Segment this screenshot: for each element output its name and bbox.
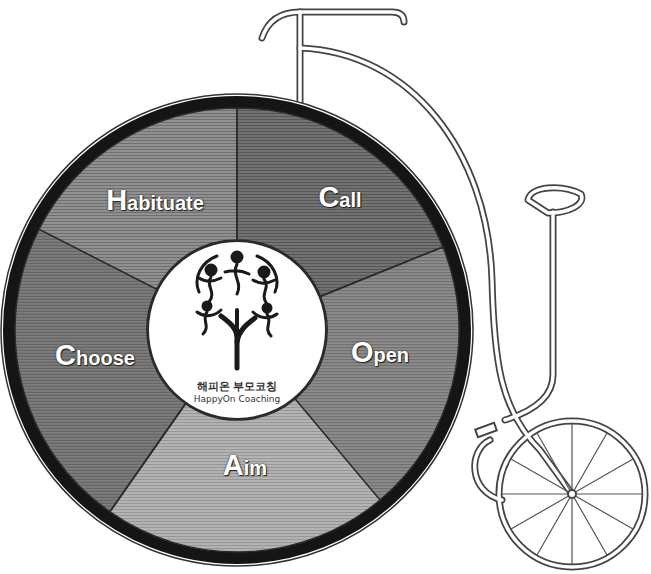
wheel-outer-line: [1, 94, 473, 566]
wheel-hub: [568, 490, 576, 498]
logo-text: 해피온 부모코칭: [147, 380, 327, 394]
pedal-step: [475, 423, 497, 437]
wheel-rim: [9, 102, 465, 558]
logo-text-group: 해피온 부모코칭HappyOn Coaching: [147, 380, 327, 405]
segment-label: Aim: [223, 450, 267, 479]
segment-label: Habituate: [106, 186, 204, 215]
wheel-spokes: [502, 424, 642, 564]
center-circle: 해피온 부모코칭HappyOn Coaching: [147, 240, 327, 420]
logo-text: HappyOn Coaching: [147, 394, 327, 405]
circle-fill: [148, 241, 326, 419]
segment-label: Open: [351, 337, 409, 366]
segment-label: Choose: [55, 340, 135, 369]
segment-label: Call: [318, 183, 361, 212]
